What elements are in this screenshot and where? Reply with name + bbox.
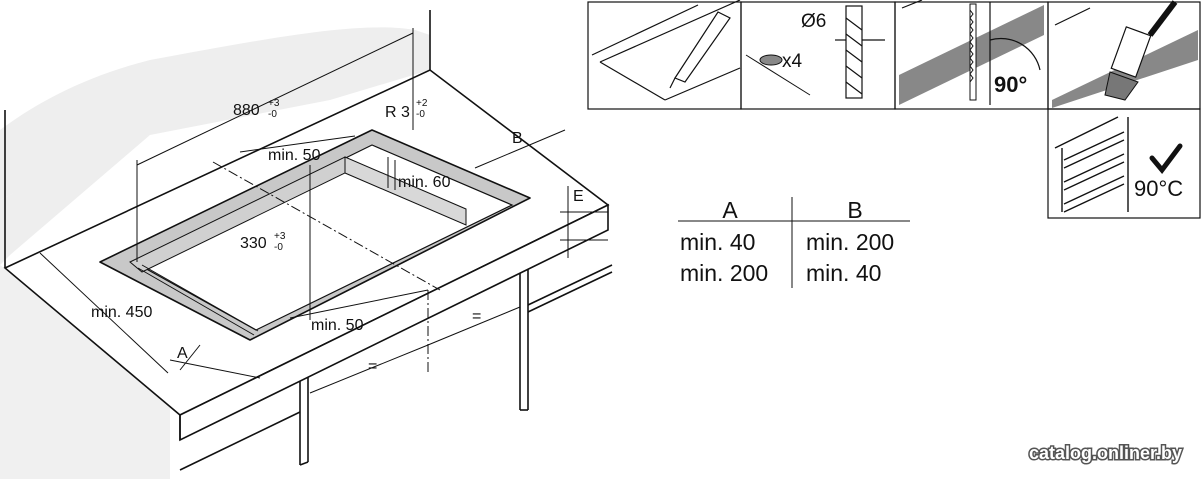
table-header-b: B <box>847 197 862 223</box>
screw-icon <box>745 54 811 96</box>
watermark: catalog.onliner.by <box>1029 443 1182 463</box>
table-cell-r2-a: min. 200 <box>680 260 768 286</box>
radius-tolerance-minus: -0 <box>416 109 425 120</box>
radius-dimension: R 3 <box>385 104 410 121</box>
heat-resistance-icon <box>1054 116 1129 213</box>
brush-icon <box>1052 0 1198 108</box>
depth-dimension: 330 <box>240 235 267 252</box>
clearance-table: A B min. 40 min. 200 min. 200 min. 40 <box>678 197 910 288</box>
pencil-icon <box>591 0 741 101</box>
wall-lines <box>4 10 431 268</box>
width-dimension: 880 <box>233 102 260 119</box>
table-cell-r2-b: min. 40 <box>806 260 881 286</box>
checkmark-icon <box>1149 143 1183 175</box>
min-450-label: min. 450 <box>91 304 152 321</box>
wall-shadow <box>0 27 430 479</box>
b-label: B <box>512 130 523 147</box>
a-label: A <box>177 345 188 362</box>
width-tolerance-minus: -0 <box>268 109 277 120</box>
saw-icon <box>899 0 1044 105</box>
dimension-lines <box>39 28 608 394</box>
screw-count: x4 <box>782 51 803 72</box>
min-60-label: min. 60 <box>398 174 451 191</box>
temperature-label: 90°C <box>1134 176 1183 201</box>
table-cell-r1-b: min. 200 <box>806 229 894 255</box>
table-cell-r1-a: min. 40 <box>680 229 755 255</box>
drill-bit-icon <box>835 5 885 99</box>
drill-diameter: Ø6 <box>801 11 826 32</box>
min-50-front-label: min. 50 <box>311 317 364 334</box>
depth-tolerance-plus: +3 <box>274 231 286 242</box>
width-tolerance-plus: +3 <box>268 98 280 109</box>
depth-tolerance-minus: -0 <box>274 242 283 253</box>
min-50-back-label: min. 50 <box>268 147 321 164</box>
cabinet <box>179 264 613 471</box>
equal-sign-2: = <box>472 308 481 325</box>
angle-label: 90° <box>994 72 1027 97</box>
equal-sign-1: = <box>368 358 377 375</box>
e-label: E <box>573 188 584 205</box>
radius-tolerance-plus: +2 <box>416 98 428 109</box>
step-panels <box>587 1 1201 219</box>
dimension-labels: 880 +3 -0 R 3 +2 -0 min. 50 min. 60 330 … <box>91 98 584 375</box>
cutout <box>99 129 531 341</box>
table-header-a: A <box>722 197 738 223</box>
